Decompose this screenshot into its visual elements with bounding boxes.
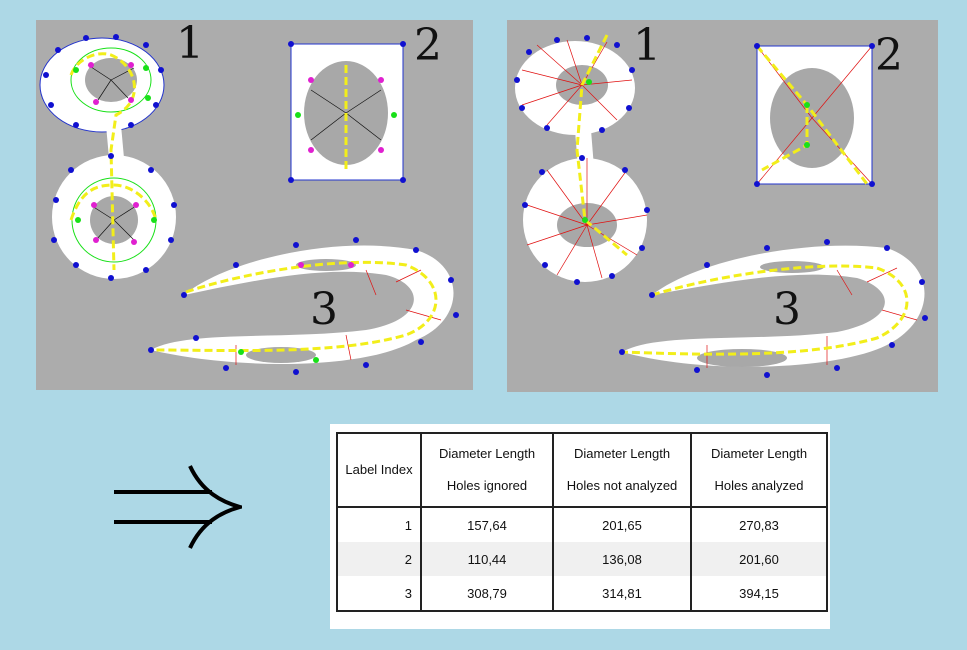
left-diagram	[39, 34, 459, 375]
label-1-left: 1	[176, 18, 204, 69]
label-2-right: 2	[875, 30, 903, 81]
hole-3b-left	[246, 347, 316, 363]
cell-ignored: 308,79	[420, 576, 554, 612]
left-panel: 1 2 3	[36, 20, 473, 390]
red-spokes-left	[235, 269, 442, 365]
magenta-vertices-left	[88, 62, 384, 268]
green-vertices-left	[73, 65, 397, 363]
header-label-index: Label Index	[336, 432, 422, 508]
table-header-row: Label Index Diameter Length Holes ignore…	[336, 432, 828, 508]
shape-3-left	[151, 245, 454, 364]
hole-3b-right	[697, 349, 787, 367]
cell-not-analyzed: 314,81	[552, 576, 692, 612]
implies-arrow-icon	[114, 465, 242, 549]
results-table: Label Index Diameter Length Holes ignore…	[336, 432, 828, 612]
cell-ignored: 110,44	[420, 542, 554, 576]
right-panel: 1 2 3	[507, 20, 938, 392]
label-3-left: 3	[310, 284, 338, 335]
right-diagram	[514, 34, 928, 378]
table-row: 3 308,79 314,81 394,15	[336, 576, 828, 612]
green-vertices-right	[582, 79, 810, 223]
inner-ring-1a	[70, 47, 152, 113]
table-row: 1 157,64 201,65 270,83	[336, 506, 828, 542]
cell-analyzed: 270,83	[690, 506, 828, 542]
cell-index: 2	[336, 542, 422, 576]
shape-3-right	[622, 245, 925, 367]
header-holes-not-analyzed: Diameter Length Holes not analyzed	[552, 432, 692, 508]
cell-not-analyzed: 201,65	[552, 506, 692, 542]
header-holes-ignored: Diameter Length Holes ignored	[420, 432, 554, 508]
vertices-left	[43, 34, 459, 375]
label-1-right: 1	[633, 20, 661, 71]
diameters-left	[69, 52, 438, 353]
vertices-right	[514, 35, 928, 378]
label-2-left: 2	[414, 20, 442, 71]
cell-analyzed: 201,60	[690, 542, 828, 576]
results-table-container: Label Index Diameter Length Holes ignore…	[330, 424, 830, 629]
header-holes-analyzed: Diameter Length Holes analyzed	[690, 432, 828, 508]
cell-not-analyzed: 136,08	[552, 542, 692, 576]
label-3-right: 3	[773, 284, 801, 335]
cell-index: 3	[336, 576, 422, 612]
cell-analyzed: 394,15	[690, 576, 828, 612]
table-row: 2 110,44 136,08 201,60	[336, 542, 828, 576]
cell-index: 1	[336, 506, 422, 542]
cell-ignored: 157,64	[420, 506, 554, 542]
